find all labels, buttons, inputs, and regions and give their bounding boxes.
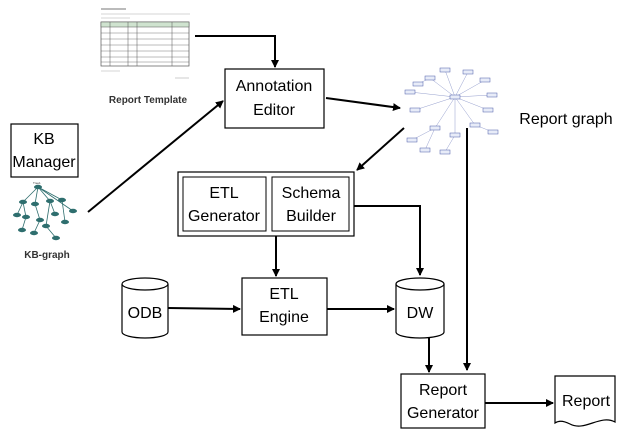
etl-engine-label-line2: Engine — [259, 309, 309, 326]
kb-manager-box — [10, 123, 79, 178]
annotation-editor-box — [224, 68, 325, 129]
report-graph-thumbnail — [404, 67, 499, 155]
schema-builder-box — [271, 176, 350, 232]
kb-tree-root-label: Tree1 — [33, 181, 41, 185]
arrow-kb-to-editor — [87, 100, 224, 213]
kb-graph-caption: KB-graph — [24, 250, 70, 261]
arrow-odb-to-etl-engine — [167, 304, 241, 313]
annotation-editor-label-line2: Editor — [253, 102, 295, 119]
dw-cylinder — [395, 277, 445, 339]
arrow-editor-to-report-graph — [325, 97, 401, 112]
report-graph-caption: Report graph — [519, 111, 612, 128]
report-label: Report — [562, 393, 611, 410]
odb-label: ODB — [128, 305, 163, 322]
kb-manager-label-line1: KB — [33, 131, 54, 148]
arrow-template-to-editor — [195, 35, 279, 68]
etl-engine-box — [241, 277, 328, 336]
report-template-caption: Report Template — [109, 95, 188, 106]
schema-builder-label-line2: Builder — [286, 208, 336, 225]
arrow-schema-builder-to-dw — [354, 205, 424, 276]
report-template-thumbnail — [98, 3, 190, 83]
arrow-report-graph-to-container — [356, 127, 405, 171]
report-generator-label-line1: Report — [419, 382, 468, 399]
report-generator-box — [400, 373, 486, 429]
dw-label: DW — [407, 305, 435, 322]
report-document-shape — [554, 375, 616, 427]
etl-generator-box — [182, 176, 267, 232]
odb-cylinder — [121, 277, 169, 339]
annotation-editor-label-line1: Annotation — [236, 78, 313, 95]
schema-builder-label-line1: Schema — [282, 185, 341, 202]
report-generator-label-line2: Generator — [407, 405, 480, 422]
etl-generator-label-line1: ETL — [209, 185, 238, 202]
kb-graph-thumbnail: Tree1 — [13, 181, 77, 241]
etl-generator-label-line2: Generator — [188, 208, 261, 225]
kb-manager-label-line2: Manager — [12, 154, 76, 171]
etl-engine-label-line1: ETL — [269, 286, 298, 303]
